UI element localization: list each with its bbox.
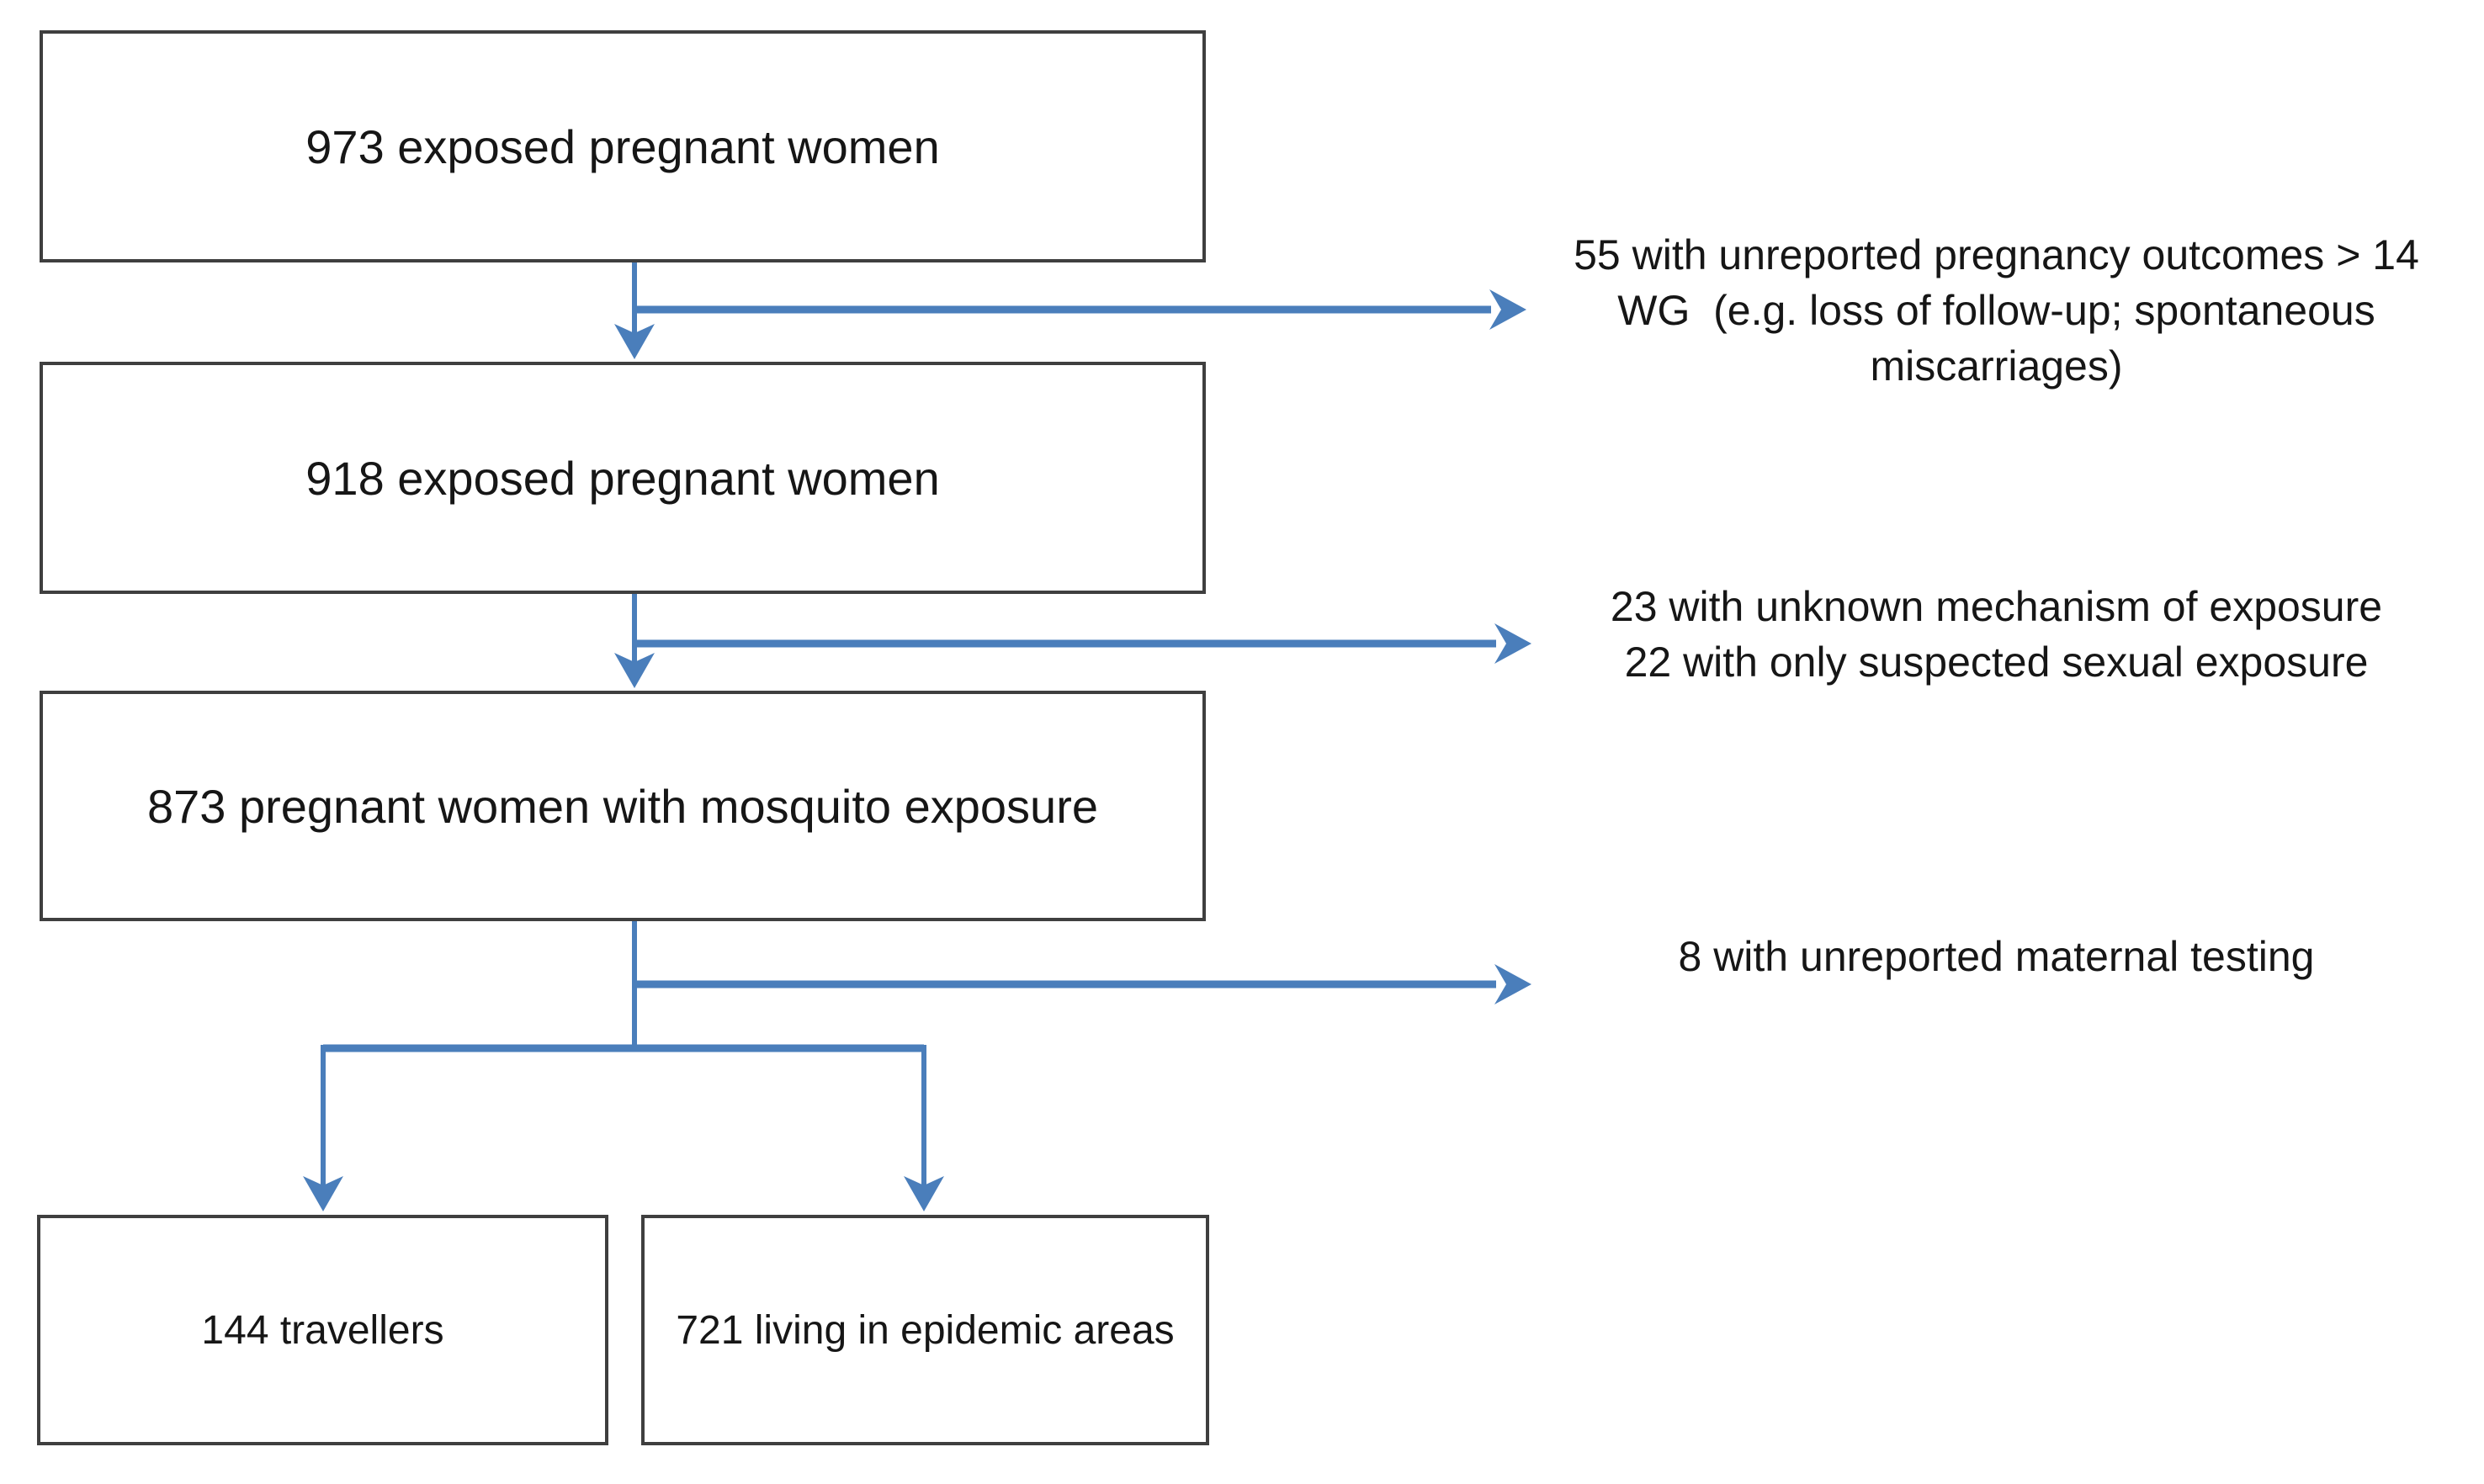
flow-box-label: 721 living in epidemic areas bbox=[676, 1307, 1175, 1353]
flow-box-918-exposed: 918 exposed pregnant women bbox=[40, 362, 1206, 594]
exclusion-note-line: WG (e.g. loss of follow-up; spontaneous bbox=[1617, 287, 2375, 334]
exclusion-note-23-22-exposure: 23 with unknown mechanism of exposure 22… bbox=[1510, 579, 2482, 690]
exclusion-note-line: 55 with unreported pregnancy outcomes > … bbox=[1574, 231, 2419, 278]
exclusion-note-line: miscarriages) bbox=[1870, 342, 2123, 390]
arrowhead-down-icon bbox=[303, 1176, 343, 1211]
arrowhead-down-icon bbox=[614, 653, 655, 688]
exclusion-note-8-maternal-testing: 8 with unreported maternal testing bbox=[1510, 929, 2482, 984]
arrowhead-down-icon bbox=[614, 324, 655, 359]
flow-box-873-mosquito-exposure: 873 pregnant women with mosquito exposur… bbox=[40, 691, 1206, 921]
arrowhead-right-icon bbox=[1494, 623, 1531, 664]
exclusion-note-line: 23 with unknown mechanism of exposure bbox=[1610, 583, 2383, 630]
flow-box-973-exposed: 973 exposed pregnant women bbox=[40, 30, 1206, 262]
flow-box-144-travellers: 144 travellers bbox=[37, 1215, 608, 1445]
exclusion-note-line: 8 with unreported maternal testing bbox=[1678, 933, 2315, 980]
flow-box-label: 144 travellers bbox=[201, 1307, 444, 1353]
arrowhead-right-icon bbox=[1489, 289, 1526, 330]
flow-box-label: 918 exposed pregnant women bbox=[305, 451, 940, 505]
exclusion-note-line: 22 with only suspected sexual exposure bbox=[1624, 639, 2369, 686]
flow-box-721-epidemic-areas: 721 living in epidemic areas bbox=[641, 1215, 1209, 1445]
flow-box-label: 973 exposed pregnant women bbox=[305, 119, 940, 173]
exclusion-note-55-unreported-outcomes: 55 with unreported pregnancy outcomes > … bbox=[1510, 227, 2482, 394]
flow-box-label: 873 pregnant women with mosquito exposur… bbox=[146, 779, 1098, 833]
arrowhead-down-icon bbox=[904, 1176, 944, 1211]
arrowhead-right-icon bbox=[1494, 964, 1531, 1004]
